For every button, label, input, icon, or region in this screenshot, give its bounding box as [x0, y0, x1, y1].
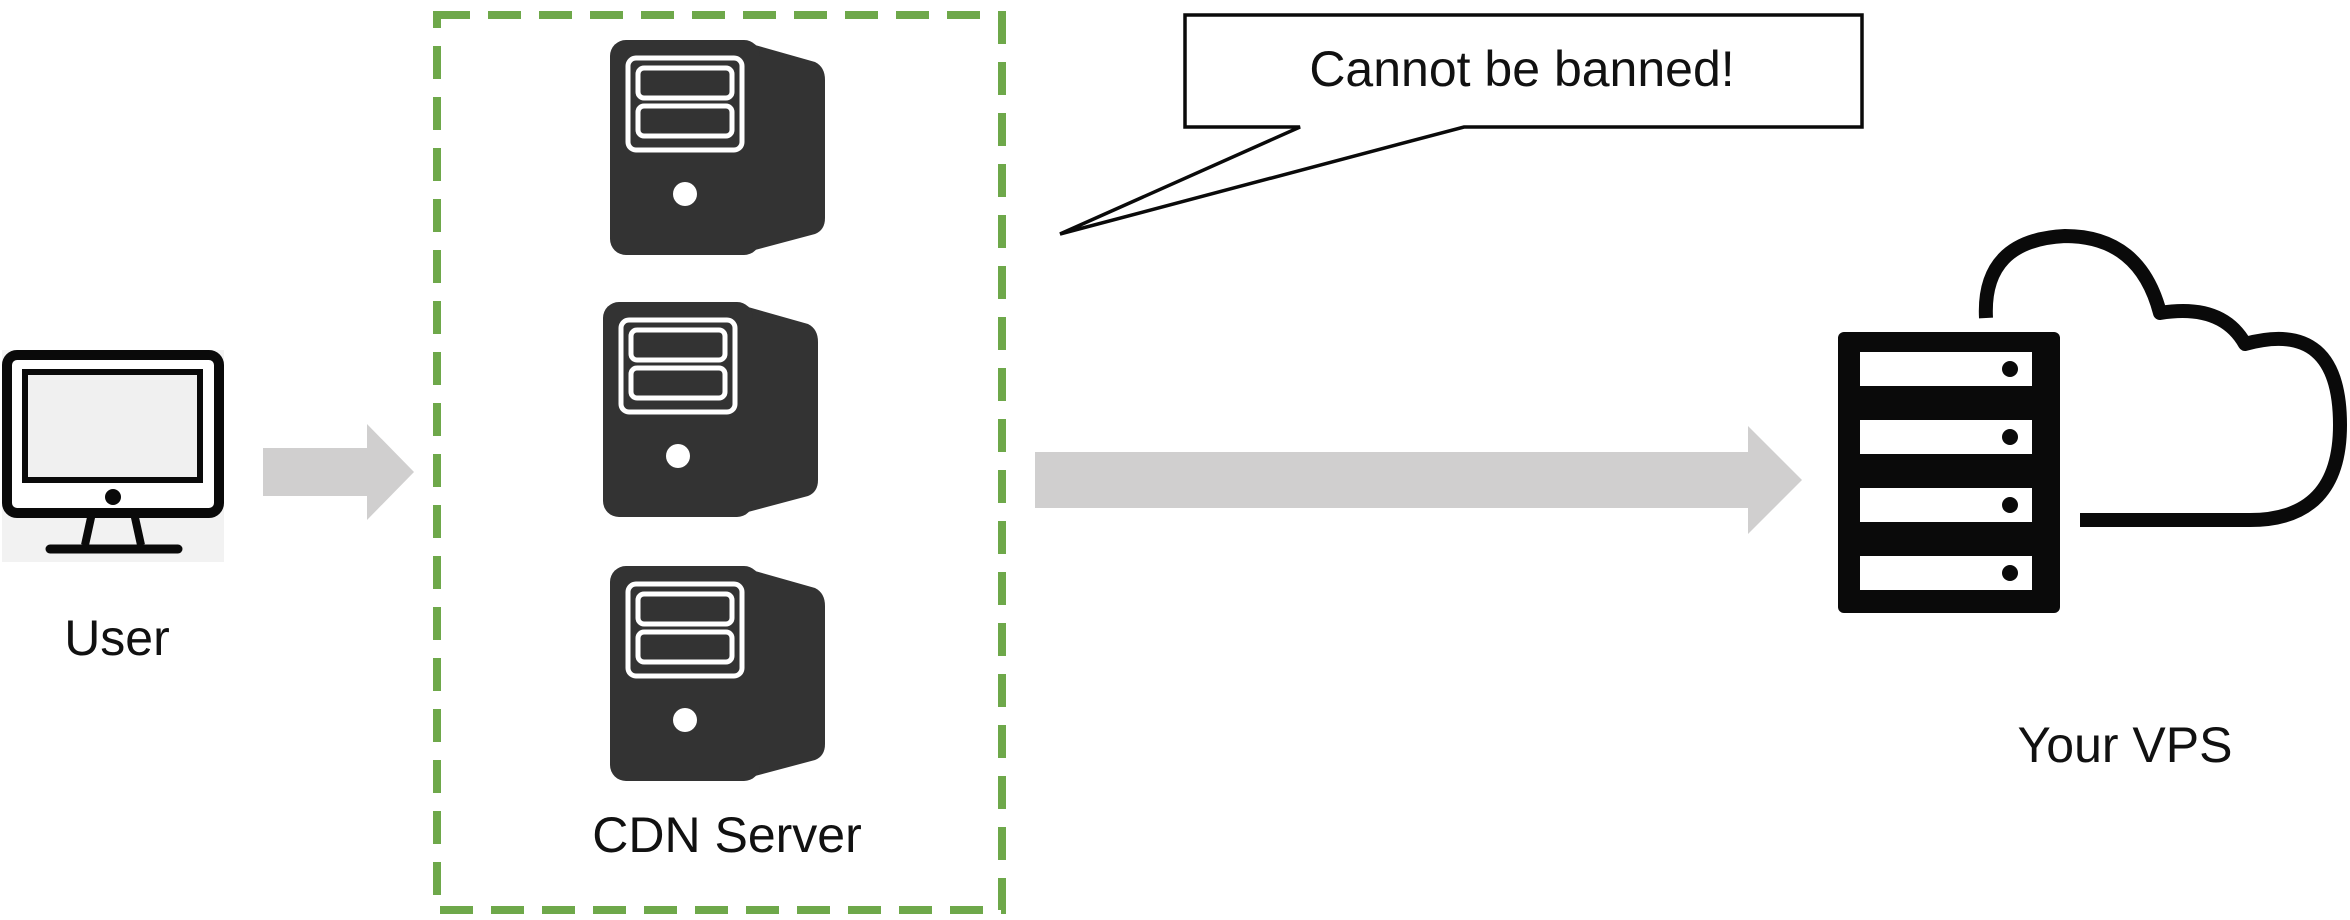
- cdn-group-border: [433, 11, 1006, 914]
- user-label: User: [64, 610, 170, 666]
- server-tower-icon: [610, 566, 825, 781]
- arrow-cdn-to-vps: [1035, 426, 1802, 534]
- server-tower-icon: [603, 302, 818, 517]
- monitor-icon: [2, 350, 224, 562]
- vps-label: Your VPS: [2018, 717, 2233, 773]
- server-tower-icon: [610, 40, 825, 255]
- callout-text: Cannot be banned!: [1309, 41, 1734, 97]
- arrow-user-to-cdn: [263, 424, 414, 520]
- cloud-server-rack-icon: [1838, 229, 2347, 613]
- cdn-label: CDN Server: [592, 807, 861, 863]
- speech-callout: [1059, 13, 1864, 236]
